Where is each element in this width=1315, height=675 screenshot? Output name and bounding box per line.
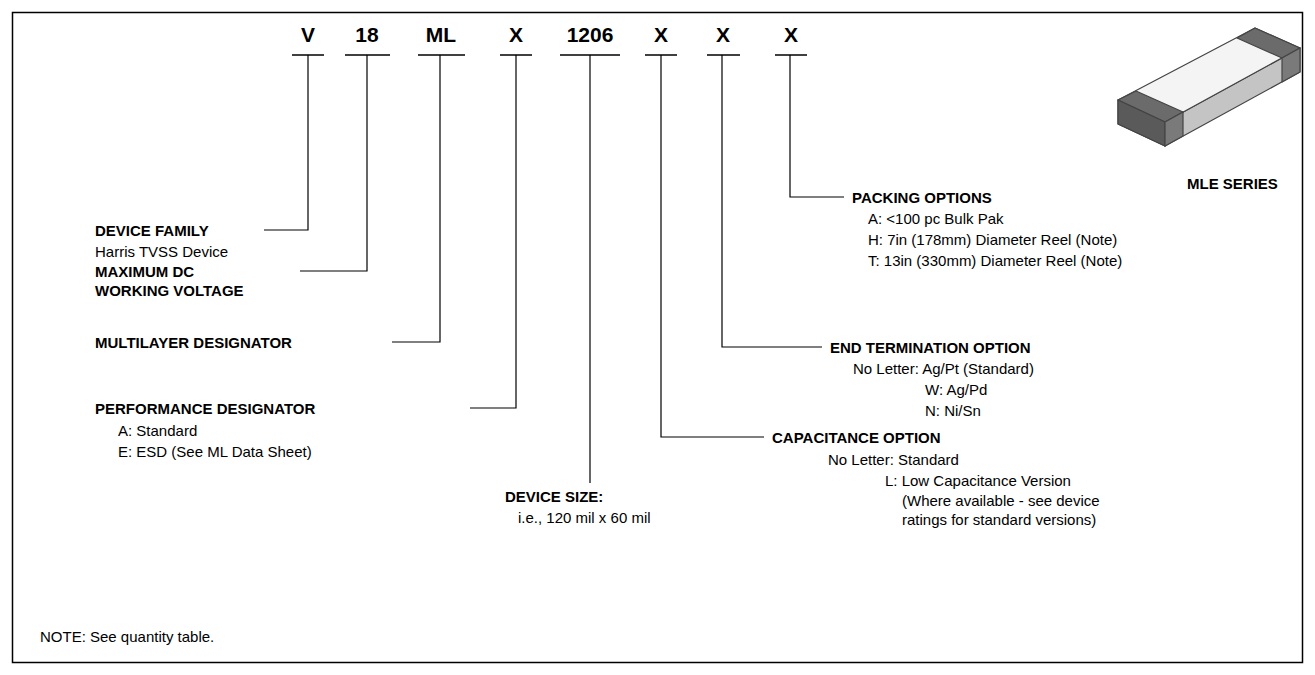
leader-lines bbox=[264, 55, 844, 483]
field-value: i.e., 120 mil x 60 mil bbox=[518, 508, 651, 527]
option-text: W: Ag/Pd bbox=[925, 380, 987, 399]
option-text: T: 13in (330mm) Diameter Reel (Note) bbox=[868, 251, 1122, 270]
code-character: V bbox=[301, 23, 315, 47]
option-text: N: Ni/Sn bbox=[925, 401, 981, 420]
option-text: A: Standard bbox=[118, 421, 197, 440]
field-value: Harris TVSS Device bbox=[95, 242, 228, 261]
code-character: X bbox=[784, 23, 798, 47]
option-text: L: Low Capacitance Version bbox=[885, 471, 1071, 490]
code-character: X bbox=[716, 23, 730, 47]
underlines bbox=[292, 54, 807, 56]
chip-illustration bbox=[1118, 28, 1300, 146]
option-text: A: <100 pc Bulk Pak bbox=[868, 209, 1004, 228]
option-text: H: 7in (178mm) Diameter Reel (Note) bbox=[868, 230, 1117, 249]
footnote: NOTE: See quantity table. bbox=[40, 627, 214, 646]
field-heading: DEVICE FAMILY bbox=[95, 221, 209, 240]
code-character: X bbox=[654, 23, 668, 47]
series-label: MLE SERIES bbox=[1187, 174, 1278, 193]
code-character: ML bbox=[426, 23, 456, 47]
option-text: E: ESD (See ML Data Sheet) bbox=[118, 442, 312, 461]
field-heading: PERFORMANCE DESIGNATOR bbox=[95, 399, 315, 418]
option-text: No Letter: Standard bbox=[828, 450, 959, 469]
code-character: 1206 bbox=[567, 23, 614, 47]
field-heading: MULTILAYER DESIGNATOR bbox=[95, 333, 292, 352]
code-character: 18 bbox=[355, 23, 378, 47]
field-heading: MAXIMUM DC WORKING VOLTAGE bbox=[95, 262, 263, 300]
option-text: No Letter: Ag/Pt (Standard) bbox=[853, 359, 1034, 378]
field-heading: CAPACITANCE OPTION bbox=[772, 428, 941, 447]
code-character: X bbox=[509, 23, 523, 47]
field-heading: END TERMINATION OPTION bbox=[830, 338, 1031, 357]
field-heading: DEVICE SIZE: bbox=[505, 487, 603, 506]
frame-border bbox=[13, 13, 1303, 663]
option-note: (Where available - see device ratings fo… bbox=[902, 491, 1134, 529]
field-heading: PACKING OPTIONS bbox=[852, 188, 992, 207]
